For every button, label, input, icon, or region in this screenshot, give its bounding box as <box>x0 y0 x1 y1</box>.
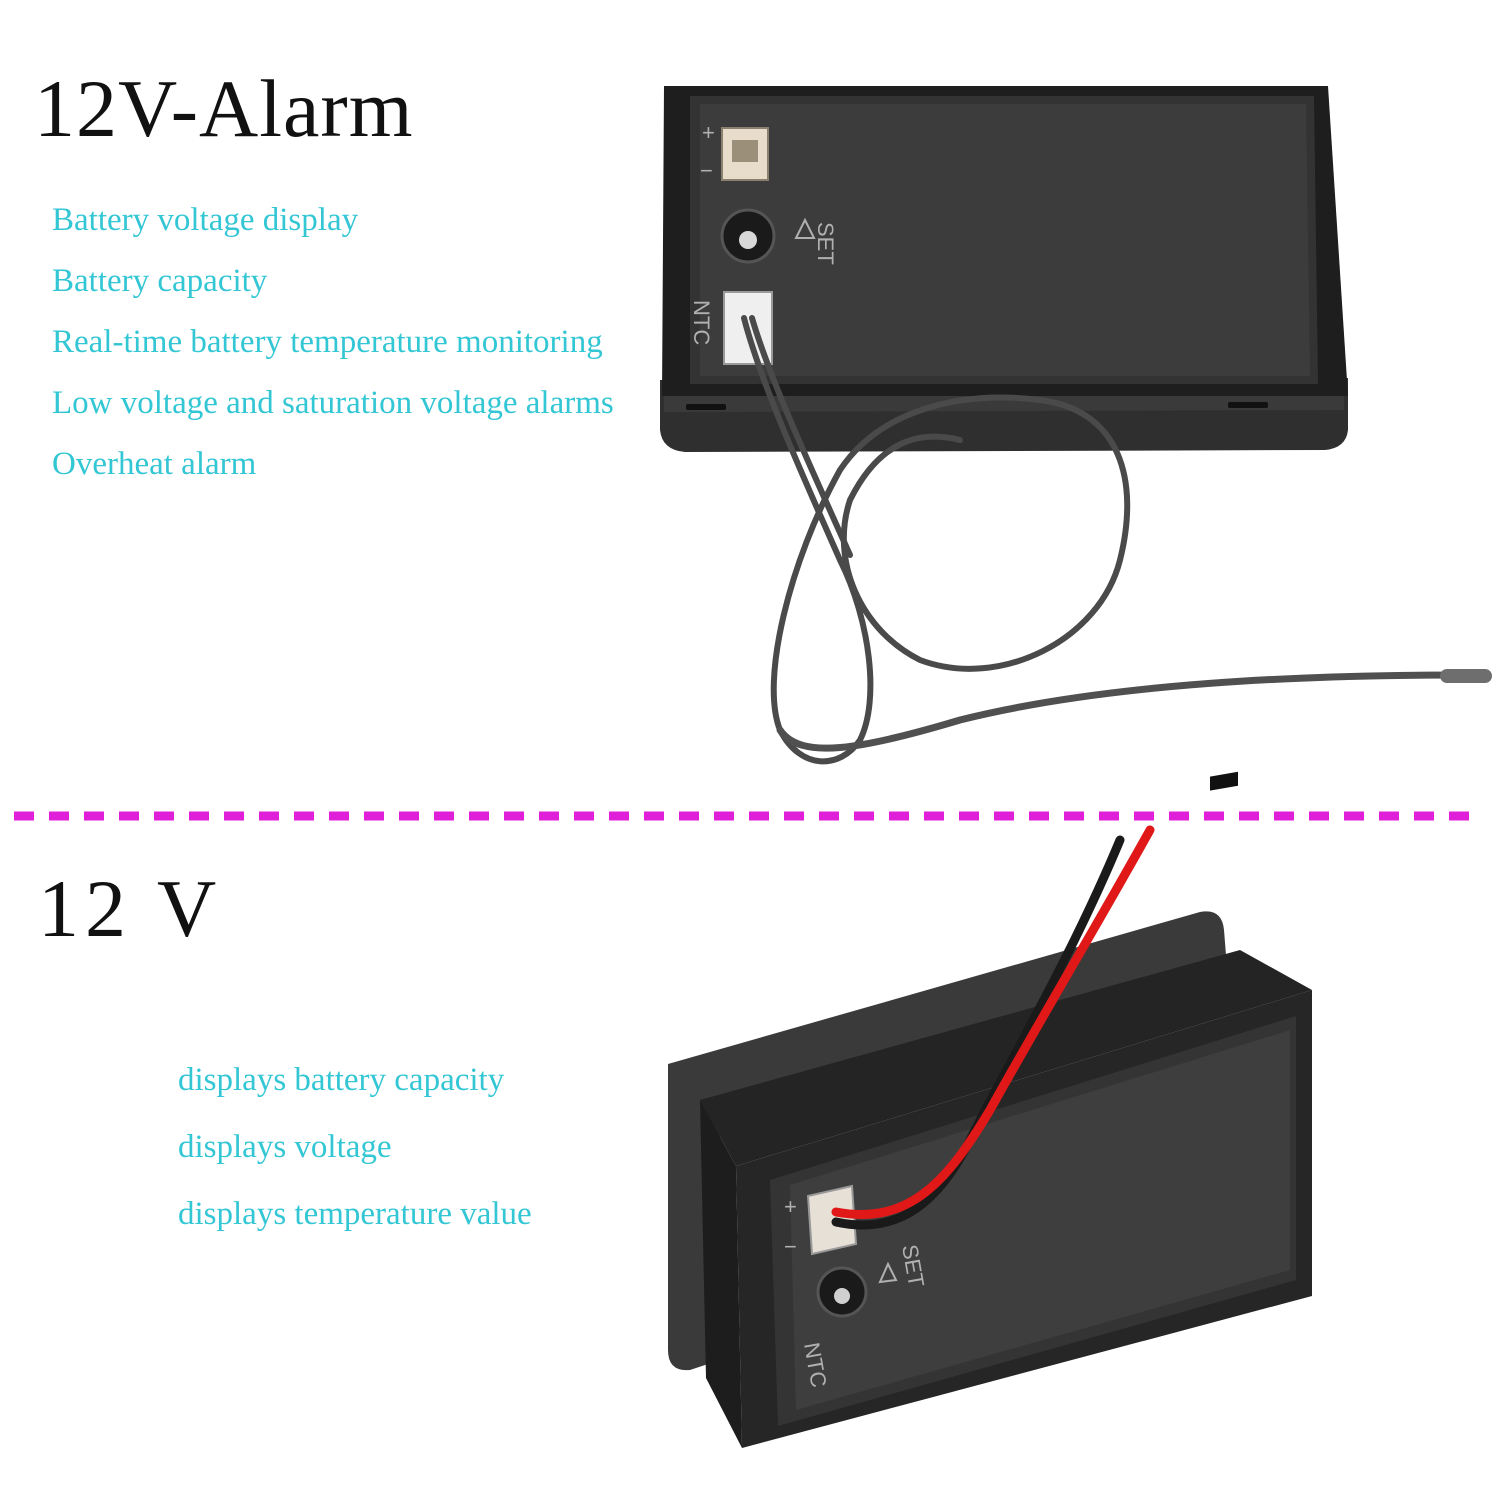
plus-label: + <box>784 1194 797 1219</box>
minus-label: − <box>784 1234 797 1259</box>
set-arrow-icon <box>878 1261 898 1284</box>
feature-item: Overheat alarm <box>52 446 257 482</box>
set-label: SET <box>813 222 838 265</box>
plus-label: + <box>702 120 715 145</box>
device-front-panel-inner <box>790 1030 1290 1410</box>
alarm-feature-list: Battery voltage display Battery capacity… <box>52 198 614 503</box>
device-body-side <box>700 1100 742 1448</box>
ntc-probe-wire-second <box>749 315 853 558</box>
set-button-cap <box>834 1288 850 1304</box>
ntc-label: NTC <box>689 300 714 345</box>
device-back-panel-inner <box>700 104 1310 376</box>
set-button-cap <box>739 231 757 249</box>
power-connector-socket <box>732 140 758 162</box>
feature-item: Low voltage and saturation voltage alarm… <box>52 385 614 421</box>
set-arrow-icon <box>794 217 816 239</box>
feature-item: Battery capacity <box>52 263 268 299</box>
red-lead-wire <box>831 825 1155 1219</box>
body-slot <box>1210 771 1238 791</box>
feature-item: Battery voltage display <box>52 202 359 238</box>
feature-item: displays battery capacity <box>178 1062 505 1098</box>
minus-label: − <box>700 158 713 183</box>
device-body-top <box>700 950 1312 1166</box>
shell-slot <box>1228 402 1268 408</box>
ntc-probe-wire <box>741 315 1131 765</box>
feature-item: displays temperature value <box>178 1196 532 1232</box>
ntc-probe-lead <box>776 671 1464 752</box>
feature-item: Real-time battery temperature monitoring <box>52 324 603 360</box>
basic-feature-list: displays battery capacity displays volta… <box>178 1058 532 1259</box>
shell-slot <box>686 404 726 410</box>
alarm-model-title: 12V-Alarm <box>34 63 414 154</box>
feature-item: displays voltage <box>178 1129 392 1165</box>
basic-model-title: 12 V <box>38 863 223 954</box>
device-flange <box>668 911 1228 1371</box>
ntc-probe-tip <box>1440 669 1492 683</box>
alarm-device-image: + − SET NTC <box>660 86 1492 765</box>
